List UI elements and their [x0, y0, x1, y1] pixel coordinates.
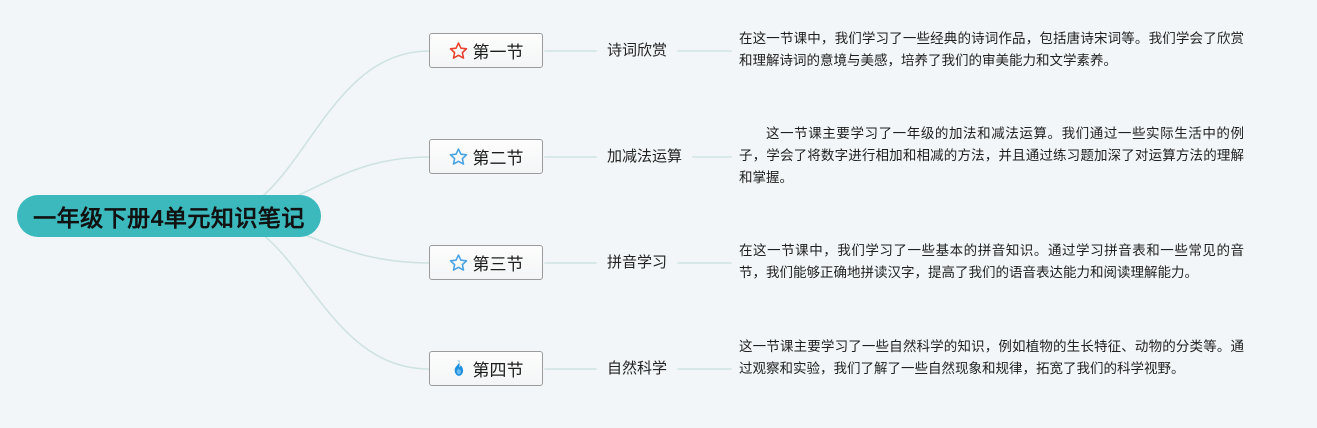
branch-node-1[interactable]: 第一节 [429, 33, 543, 68]
edge-root-to-branch-4 [214, 215, 430, 370]
branch-node-label: 第二节 [472, 149, 524, 168]
topic-label-3[interactable]: 拼音学习 [607, 254, 668, 271]
star-outline-icon [449, 41, 468, 60]
topic-label-2[interactable]: 加减法运算 [607, 148, 683, 165]
description-4: 这一节课主要学习了一些自然科学的知识，例如植物的生长特征、动物的分类等。通过观察… [739, 339, 1244, 376]
topic-label-4[interactable]: 自然科学 [607, 360, 668, 377]
star-outline-icon [449, 253, 468, 272]
branch-node-2[interactable]: 第二节 [429, 139, 543, 174]
topic-label-1[interactable]: 诗词欣赏 [607, 42, 668, 59]
branch-node-label: 第三节 [472, 255, 524, 274]
flame-icon [449, 359, 468, 378]
branch-node-label: 第四节 [472, 361, 524, 380]
description-1: 在这一节课中，我们学习了一些经典的诗词作品，包括唐诗宋词等。我们学会了欣赏和理解… [739, 31, 1244, 68]
branch-node-3[interactable]: 第三节 [429, 245, 543, 280]
description-2: 这一节课主要学习了一年级的加法和减法运算。我们通过一些实际生活中的例子，学会了将… [739, 126, 1244, 185]
edge-root-to-branch-1 [214, 50, 430, 217]
root-node-label: 一年级下册4单元知识笔记 [33, 205, 305, 231]
star-outline-icon [449, 147, 468, 166]
branch-node-4[interactable]: 第四节 [429, 351, 543, 386]
branch-node-label: 第一节 [472, 43, 524, 62]
root-node[interactable]: 一年级下册4单元知识笔记 [17, 195, 321, 237]
description-3: 在这一节课中，我们学习了一些基本的拼音知识。通过学习拼音表和一些常见的音节，我们… [739, 243, 1244, 280]
